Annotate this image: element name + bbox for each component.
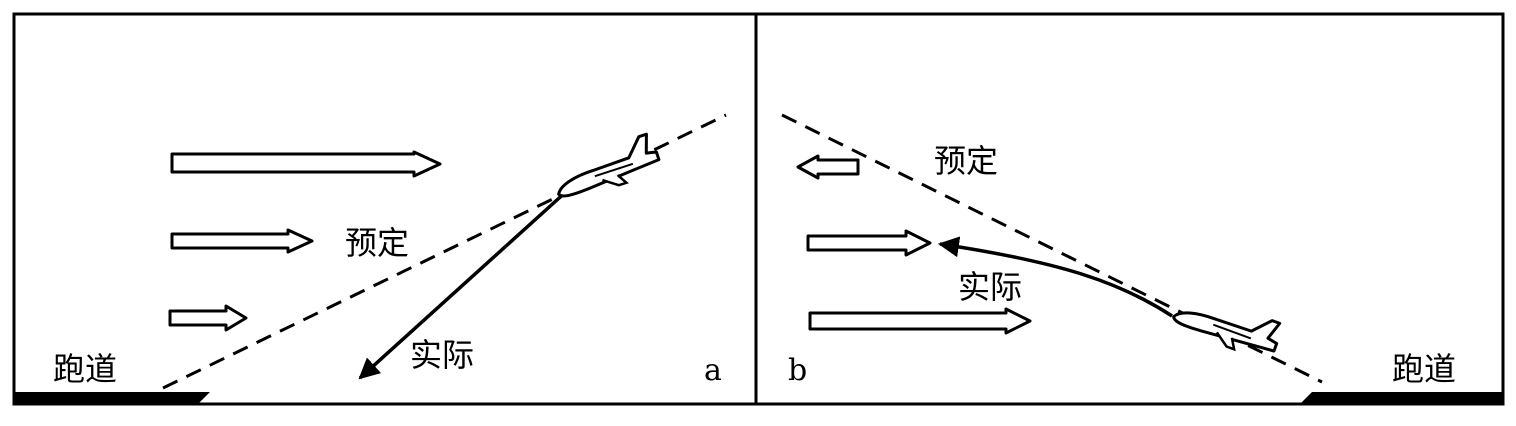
planned-label: 预定 [934,142,998,180]
wind-arrow-icon [170,228,314,254]
actual-label: 实际 [410,336,474,374]
wind-arrow-icon [806,229,932,257]
actual-path-arrow [358,188,570,380]
runway-label: 跑道 [53,350,117,388]
panel-a: 跑道 预定 实际 a [14,113,727,404]
planned-label: 预定 [345,224,409,262]
wind-arrow-icon [808,307,1032,335]
panel-b: b 预定 实际 跑道 [781,113,1503,404]
figure-frame [12,12,1505,406]
runway-label: 跑道 [1392,350,1456,388]
airplane-icon [557,132,661,198]
panel-tag: b [788,353,807,388]
wind-arrow-icon [796,154,860,180]
runway-strip [14,392,210,404]
wind-arrow-icon [170,150,442,178]
wind-arrow-icon [168,304,248,332]
runway-strip [1300,392,1503,404]
panel-tag: a [704,353,722,388]
actual-label: 实际 [958,268,1022,306]
airplane-icon [1172,311,1282,353]
actual-path-arrow [937,236,1173,318]
